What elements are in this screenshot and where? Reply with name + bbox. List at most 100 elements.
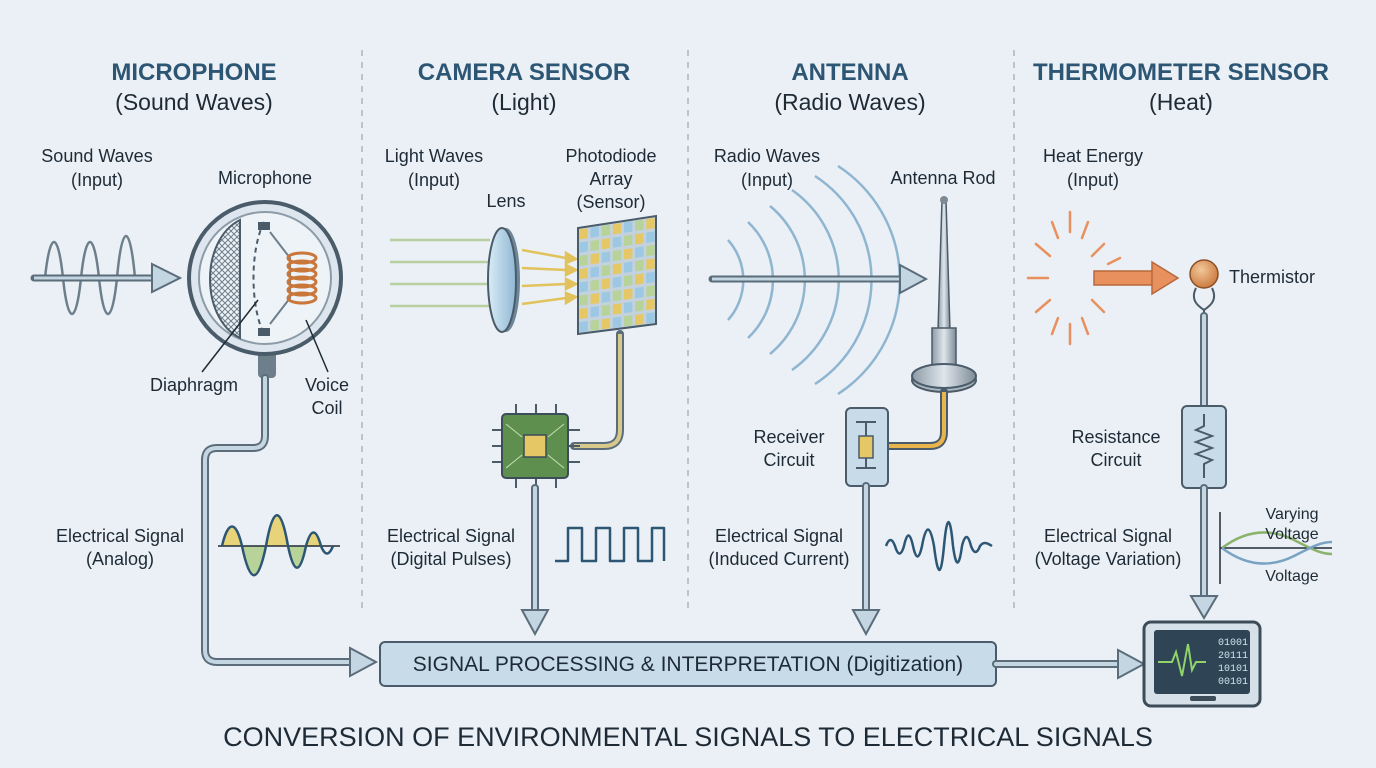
sound-input-label-2: (Input) [71,170,123,190]
photodiode-cell [590,226,599,238]
photodiode-cell [646,312,655,324]
light-rays-icon [390,238,490,308]
sound-input-label-1: Sound Waves [41,146,152,166]
digital-output-label-1: Electrical Signal [387,526,515,546]
processing-label: SIGNAL PROCESSING & INTERPRETATION (Digi… [413,653,963,676]
microphone-heading: MICROPHONE [111,59,276,86]
antenna-rod-label: Antenna Rod [890,168,995,188]
photodiode-cell [590,239,599,252]
photodiode-label-1: Photodiode [565,146,656,166]
digital-pulse-icon [555,526,666,563]
voice-coil-label-2: Coil [311,398,342,418]
photodiode-cell [579,294,588,306]
analog-output-label-1: Electrical Signal [56,526,184,546]
photodiode-cell [601,251,611,263]
antenna-wire [880,388,948,450]
photodiode-cell [590,306,599,318]
photodiode-cell [623,315,633,327]
voice-coil-leader [305,319,329,373]
camera-heading: CAMERA SENSOR [418,59,630,86]
induced-output-label-1: Electrical Signal [715,526,843,546]
photodiode-cell [579,321,588,333]
photodiode-cell [612,303,622,315]
antenna-rod-icon [911,196,977,393]
radio-input-label-2: (Input) [741,170,793,190]
induced-current-icon [884,521,993,571]
photodiode-wire [570,330,624,450]
photodiode-cell [612,249,622,262]
photodiode-cell [612,236,622,248]
photodiode-cell [612,316,622,328]
photodiode-cell [579,307,588,319]
processor-chip-icon [492,404,580,488]
processing-arrowhead [1117,648,1147,680]
antenna-heading: ANTENNA [791,59,908,86]
diagram-title: CONVERSION OF ENVIRONMENTAL SIGNALS TO E… [223,722,1153,752]
voice-coil-label-1: Voice [305,375,349,395]
photodiode-cell [612,276,622,288]
thermometer-heading: THERMOMETER SENSOR [1033,59,1329,86]
photodiode-cell [579,228,588,240]
photodiode-label-2: Array [589,169,632,189]
photodiode-cell [601,224,611,237]
monitor-binary-3: 10101 [1218,664,1248,675]
photodiode-cell [590,266,599,278]
photodiode-cell [646,298,655,311]
microphone-subheading: (Sound Waves) [115,89,273,115]
photodiode-cell [590,253,599,265]
photodiode-cell [623,288,633,300]
photodiode-cell [635,259,644,272]
digital-output-label-2: (Digital Pulses) [390,549,511,569]
focused-light-icon [521,248,579,306]
photodiode-cell [635,313,644,326]
varying-voltage-label-2: Voltage [1265,526,1318,543]
voltage-graph-icon [1219,512,1333,584]
voltage-output-label-2: (Voltage Variation) [1035,549,1182,569]
photodiode-cell [646,271,655,284]
light-input-label-2: (Input) [408,170,460,190]
sound-wave-icon [30,235,183,315]
photodiode-cell [601,278,611,290]
photodiode-cell [612,263,622,275]
photodiode-cell [601,318,611,330]
photodiode-cell [623,221,633,233]
resistance-label-2: Circuit [1090,450,1141,470]
photodiode-cell [646,258,655,270]
camera-arrowhead [520,609,550,637]
monitor-binary-2: 20111 [1218,651,1248,662]
antenna-arrowhead [851,609,881,637]
photodiode-cell [635,273,644,285]
resistance-label-1: Resistance [1071,427,1160,447]
analog-signal-icon [218,514,340,577]
photodiode-cell [579,267,588,280]
monitor-binary-1: 01001 [1218,638,1248,649]
photodiode-cell [646,231,655,243]
diaphragm-leader [201,299,259,373]
heat-rays-icon [1026,210,1122,346]
heat-arrow-icon [1093,260,1180,296]
induced-output-label-2: (Induced Current) [708,549,849,569]
camera-subheading: (Light) [491,89,556,115]
thermometer-arrowhead [1189,595,1219,620]
photodiode-cell [646,244,655,257]
photodiode-label-3: (Sensor) [576,192,645,212]
monitor-binary-4: 00101 [1218,677,1248,688]
photodiode-cell [623,261,633,273]
photodiode-cell [635,246,644,258]
varying-voltage-label-1: Varying [1265,506,1318,523]
photodiode-cell [635,300,644,312]
photodiode-cell [635,286,644,299]
light-input-label-1: Light Waves [385,146,483,166]
photodiode-cell [646,217,655,230]
diaphragm-label: Diaphragm [150,375,238,395]
photodiode-cell [579,281,588,293]
photodiode-cell [623,248,633,260]
thermometer-subheading: (Heat) [1149,89,1213,115]
voltage-output-label-1: Electrical Signal [1044,526,1172,546]
voltage-axis-label: Voltage [1265,568,1318,585]
heat-input-label-1: Heat Energy [1043,146,1143,166]
radio-arrow-icon [708,263,929,295]
microphone-label: Microphone [218,168,312,188]
